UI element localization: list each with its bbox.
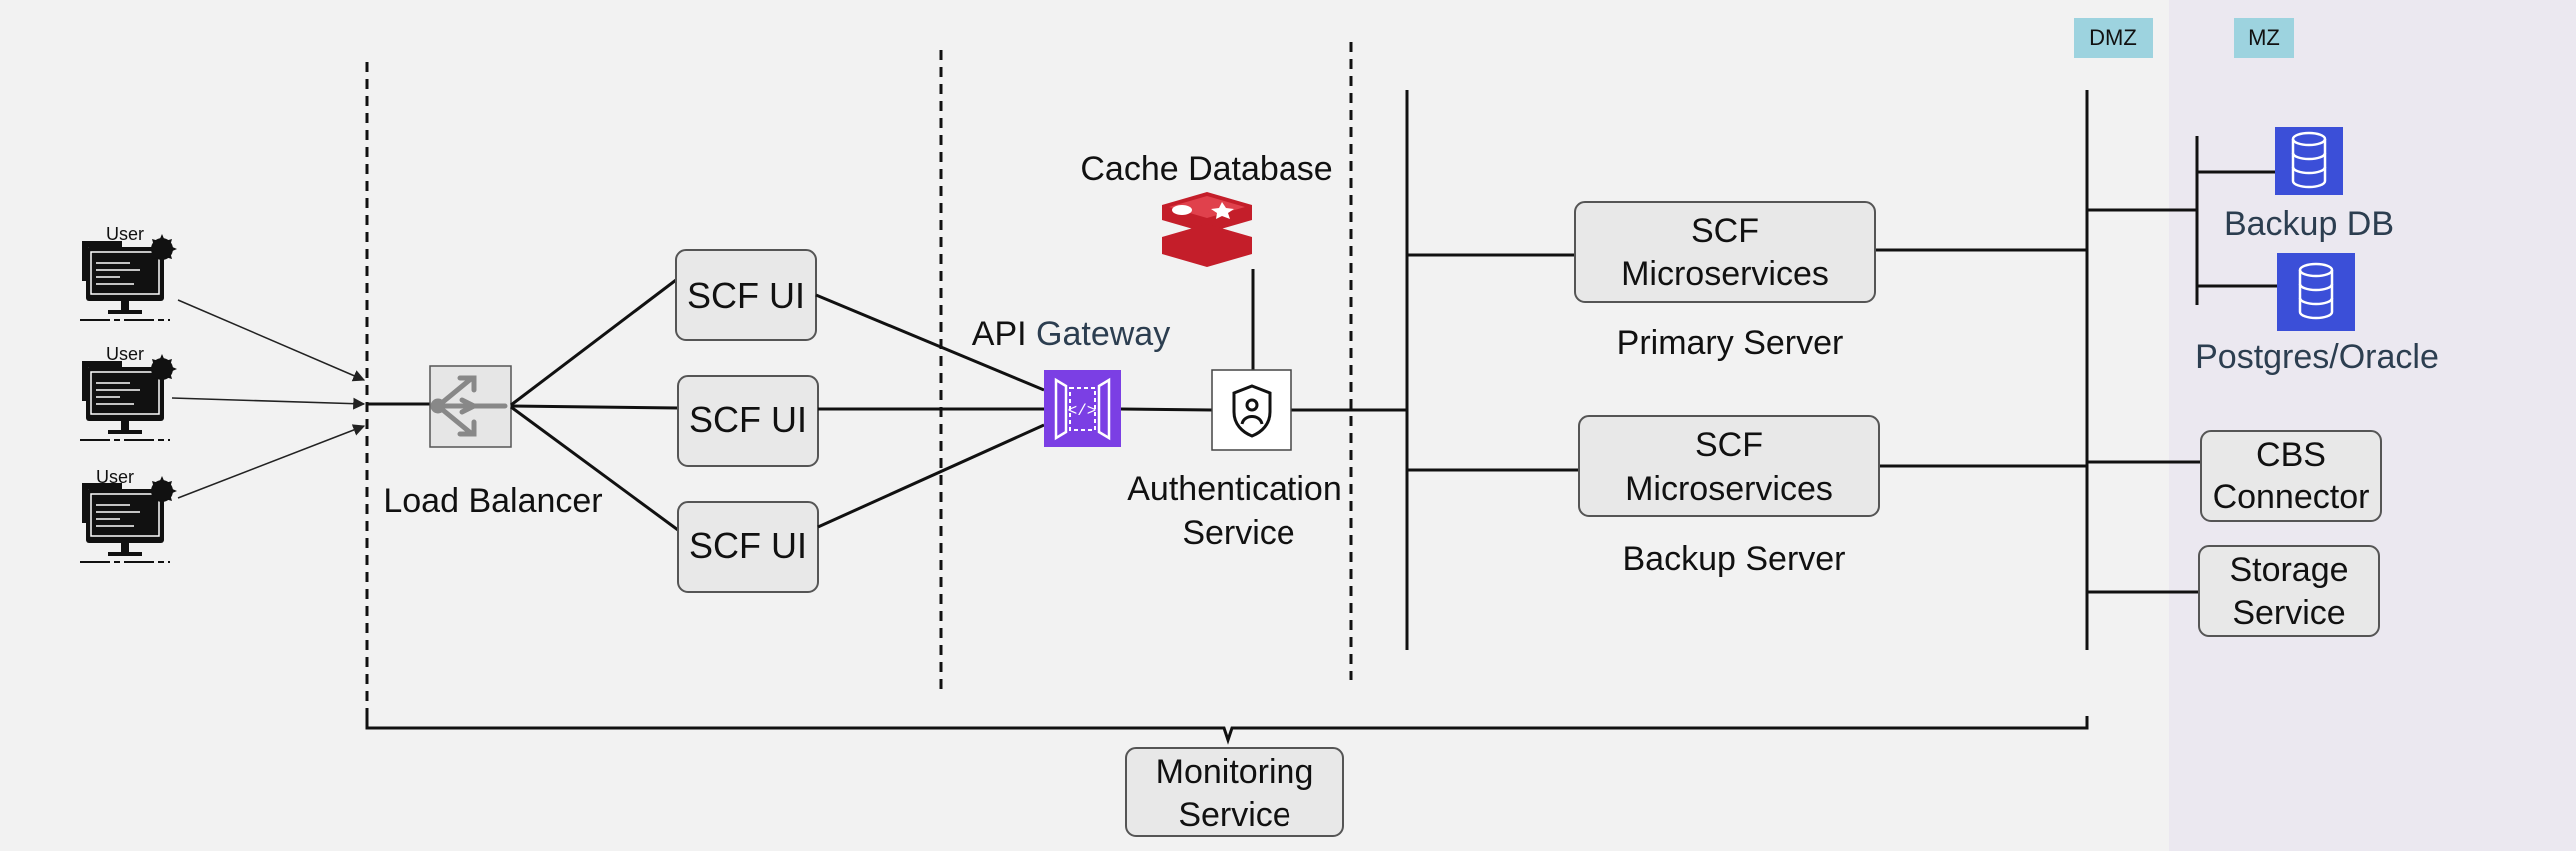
- svg-text:Microservices: Microservices: [1621, 255, 1829, 293]
- svg-text:SCF: SCF: [1695, 426, 1763, 464]
- mz-zone-tag: MZ: [2234, 18, 2294, 58]
- backup-db: Backup DB: [2224, 127, 2394, 243]
- svg-text:Backup Server: Backup Server: [1623, 540, 1846, 578]
- svg-text:Storage: Storage: [2229, 551, 2348, 589]
- computer-icon: [79, 353, 178, 441]
- primary-server: SCF Microservices Primary Server: [1574, 201, 1876, 362]
- scf-ui-node-2: SCF UI: [677, 375, 819, 467]
- svg-text:Backup DB: Backup DB: [2224, 205, 2394, 243]
- svg-text:Microservices: Microservices: [1625, 470, 1833, 508]
- load-balancer-icon: [430, 375, 508, 437]
- api-gateway: API Gateway </>: [972, 315, 1170, 447]
- ui-to-gateway-lines: [815, 269, 1407, 529]
- svg-text:User: User: [96, 467, 134, 487]
- svg-text:Cache Database: Cache Database: [1080, 150, 1332, 188]
- shield-icon: [1232, 384, 1272, 438]
- svg-text:User: User: [106, 344, 144, 364]
- dmz-zone-tag: DMZ: [2074, 18, 2153, 58]
- svg-text:Load Balancer: Load Balancer: [383, 482, 602, 520]
- user-workstation-1: User: [79, 224, 178, 321]
- user-arrows: [171, 299, 366, 499]
- scf-ui-node-3: SCF UI: [677, 501, 819, 593]
- svg-text:Primary Server: Primary Server: [1617, 324, 1844, 362]
- svg-text:API Gateway: API Gateway: [972, 315, 1170, 353]
- api-gateway-icon: </>: [1044, 370, 1121, 447]
- dmz-bus: [2085, 90, 2277, 650]
- svg-text:DMZ: DMZ: [2089, 25, 2137, 50]
- storage-service: Storage Service: [2198, 545, 2380, 637]
- postgres-oracle-db: Postgres/Oracle: [2195, 253, 2439, 376]
- authentication-service: Authentication Service: [1127, 369, 1342, 552]
- svg-text:Service: Service: [2232, 594, 2345, 632]
- computer-icon: [79, 233, 178, 321]
- mz-zone-background: [2169, 0, 2576, 851]
- svg-text:Connector: Connector: [2213, 478, 2370, 516]
- scf-ui-node-1: SCF UI: [675, 249, 817, 341]
- svg-text:SCF: SCF: [1691, 212, 1759, 250]
- server-bus: [1405, 90, 2087, 650]
- user-workstation-2: User: [79, 344, 178, 441]
- svg-text:MZ: MZ: [2248, 25, 2280, 50]
- cache-database: Cache Database: [1080, 150, 1333, 267]
- monitoring-bracket: [365, 716, 2089, 745]
- svg-text:Service: Service: [1182, 514, 1294, 552]
- svg-text:Postgres/Oracle: Postgres/Oracle: [2195, 338, 2439, 376]
- svg-text:Authentication: Authentication: [1127, 470, 1342, 508]
- database-icon: [2275, 127, 2343, 195]
- cache-database-icon: [1162, 192, 1252, 267]
- cbs-connector: CBS Connector: [2200, 430, 2382, 522]
- svg-text:</>: </>: [1068, 402, 1097, 420]
- svg-text:SCF UI: SCF UI: [689, 525, 807, 566]
- monitoring-service: Monitoring Service: [1125, 747, 1344, 837]
- svg-text:Service: Service: [1178, 796, 1290, 834]
- svg-text:SCF UI: SCF UI: [687, 275, 805, 316]
- load-balancer: Load Balancer: [367, 365, 603, 520]
- svg-text:User: User: [106, 224, 144, 244]
- lb-to-ui-lines: [510, 278, 679, 532]
- backup-server: SCF Microservices Backup Server: [1578, 415, 1880, 578]
- computer-icon: [79, 475, 178, 563]
- svg-text:Monitoring: Monitoring: [1156, 753, 1314, 791]
- svg-text:SCF UI: SCF UI: [689, 399, 807, 440]
- user-workstation-3: User: [79, 467, 178, 563]
- svg-text:CBS: CBS: [2256, 436, 2326, 474]
